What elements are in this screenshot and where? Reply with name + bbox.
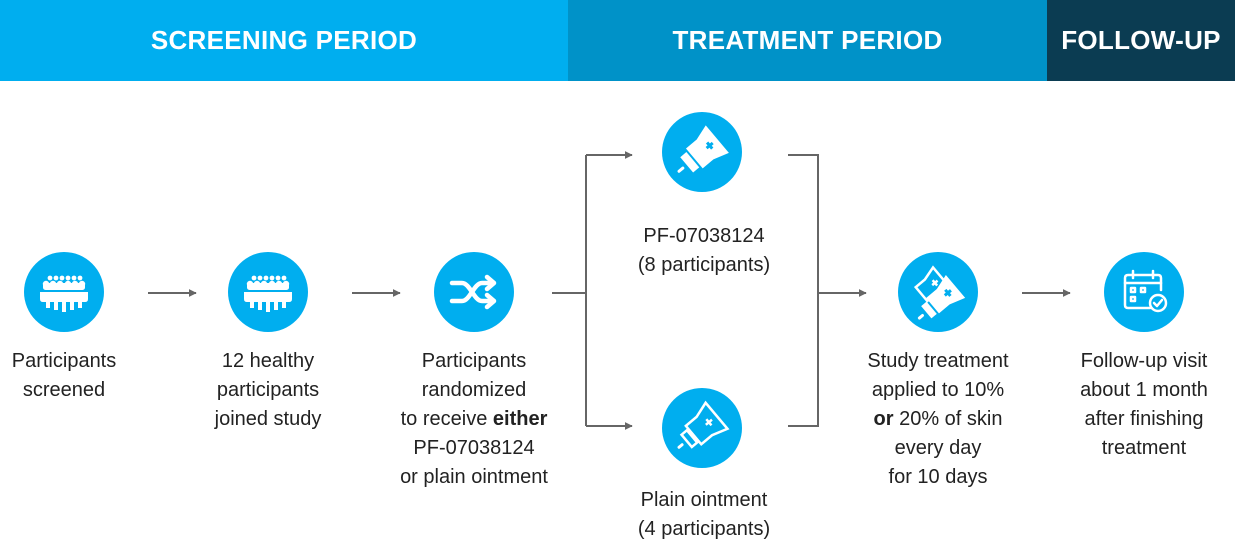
treatment-label: Study treatment applied to 10% or 20% of… [867,350,1009,488]
followup-band: FOLLOW-UP [1047,0,1235,81]
ointment-tube-icon [677,125,729,173]
group-icon [244,275,292,312]
plain-arm-label: Plain ointment (4 participants) [637,489,771,540]
screened-icon-circle [24,252,104,332]
screened-label: Participants screened [11,350,117,401]
screening-period-band: SCREENING PERIOD [0,0,568,81]
treatment-icon-circle [898,252,978,332]
randomized-label: Participants randomized to receive eithe… [400,350,548,488]
joined-label: 12 healthy participants joined study [214,350,322,430]
followup-label: FOLLOW-UP [1061,25,1221,55]
followup-step-label: Follow-up visit about 1 month after fini… [1080,350,1208,459]
calendar-check-icon [1123,269,1168,313]
treatment-period-band: TREATMENT PERIOD [568,0,1047,81]
shuffle-icon [449,274,497,310]
ointment-tube-icon [677,400,730,449]
treatment-period-label: TREATMENT PERIOD [672,25,943,55]
plain-arm-icon-circle [662,388,742,468]
drug-arm-label: PF-07038124 (8 participants) [637,225,771,276]
ointment-tubes-icon [913,265,966,320]
group-icon [40,275,88,312]
screening-period-label: SCREENING PERIOD [150,25,418,55]
randomized-icon-circle [434,252,514,332]
merge-bracket [788,154,819,427]
joined-icon-circle [228,252,308,332]
drug-arm-icon-circle [662,112,742,192]
followup-icon-circle [1104,252,1184,332]
